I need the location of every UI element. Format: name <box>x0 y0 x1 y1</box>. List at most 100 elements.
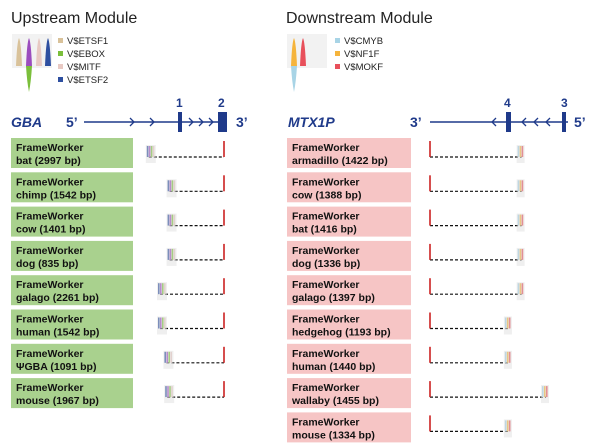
upstream-module-glyph <box>157 282 167 301</box>
module-shadow <box>541 385 549 404</box>
binding-site-mark <box>158 283 160 295</box>
mitf-glyph <box>36 38 42 66</box>
binding-site-mark <box>517 180 520 192</box>
legend-swatch-ebox <box>58 51 63 56</box>
module-shadow <box>157 316 167 335</box>
gba-exon-1-label: 1 <box>176 96 183 110</box>
binding-site-mark <box>521 180 524 192</box>
mtx1p-exon-3 <box>562 112 566 132</box>
downstream-module-glyph <box>516 145 525 163</box>
gba-arrow <box>198 117 204 127</box>
binding-site-mark <box>546 386 548 398</box>
gba-arrow <box>188 117 194 127</box>
frameworker-label: FrameWorker <box>292 211 360 223</box>
binding-site-mark <box>506 351 509 363</box>
frameworker-label: FrameWorker <box>292 348 360 360</box>
frameworker-label: FrameWorker <box>16 142 84 154</box>
binding-site-mark <box>148 146 151 157</box>
upstream-module-glyph <box>166 213 177 232</box>
binding-site-mark <box>173 248 176 260</box>
downstream-module-glyph <box>503 316 512 335</box>
frameworker-species-label: human (1440 bp) <box>292 361 375 373</box>
frameworker-label: FrameWorker <box>16 314 84 326</box>
frameworker-species-label: galago (1397 bp) <box>292 292 375 304</box>
upstream-legend: V$ETSF1 V$EBOX V$MITF V$ETSF2 <box>12 34 108 92</box>
legend-swatch-etsf2 <box>58 77 63 82</box>
module-shadow <box>516 213 525 232</box>
binding-site-mark <box>146 146 149 157</box>
frameworker-label: FrameWorker <box>292 176 360 188</box>
binding-site-mark <box>150 146 153 157</box>
binding-site-mark <box>171 248 174 260</box>
upstream-module-glyph <box>166 247 177 266</box>
upstream-module-glyph <box>164 385 175 404</box>
binding-site-mark <box>521 248 524 260</box>
binding-site-mark <box>170 351 172 363</box>
upstream-module-glyph <box>145 145 156 163</box>
binding-site-mark <box>167 214 170 226</box>
frameworker-label: FrameWorker <box>292 314 360 326</box>
frameworker-box <box>287 309 411 340</box>
legend-swatch-mitf <box>58 64 63 69</box>
frameworker-species-label: human (1542 bp) <box>16 327 99 339</box>
module-shadow <box>166 179 177 198</box>
binding-site-mark <box>169 386 171 398</box>
module-shadow <box>163 350 174 369</box>
binding-site-mark <box>517 248 520 260</box>
frameworker-species-label: galago (2261 bp) <box>16 292 99 304</box>
gba-strand-right: 3’ <box>236 114 248 130</box>
binding-site-mark <box>171 386 173 398</box>
binding-site-mark <box>521 146 524 157</box>
legend-swatch-nf1f <box>335 51 340 56</box>
binding-site-mark <box>166 351 168 363</box>
downstream-module-glyph <box>503 350 512 369</box>
frameworker-box <box>287 343 411 374</box>
frameworker-species-label: bat (1416 bp) <box>292 224 357 236</box>
frameworker-species-label: hedgehog (1193 bp) <box>292 327 391 339</box>
frameworker-species-label: cow (1401 bp) <box>16 224 85 236</box>
gba-exon-1 <box>178 112 182 132</box>
legend-swatch-mokf <box>335 64 340 69</box>
gba-exon-2 <box>218 112 227 132</box>
upstream-module-glyph <box>157 316 167 335</box>
frameworker-box <box>287 378 411 409</box>
frameworker-box <box>287 206 411 237</box>
gba-gene-axis: GBA 5’ 1 2 3’ <box>11 96 248 132</box>
frameworker-box <box>11 309 133 340</box>
module-shadow <box>516 282 525 301</box>
binding-site-mark <box>168 351 170 363</box>
binding-site-mark <box>164 317 166 329</box>
frameworker-species-label: mouse (1967 bp) <box>16 395 99 407</box>
upstream-module-glyph <box>163 350 174 369</box>
frameworker-label: FrameWorker <box>16 245 84 257</box>
binding-site-mark <box>169 214 172 226</box>
frameworker-species-label: mouse (1334 bp) <box>292 429 375 441</box>
binding-site-mark <box>164 351 166 363</box>
binding-site-mark <box>521 283 524 295</box>
binding-site-mark <box>519 214 522 226</box>
gba-arrow <box>149 117 155 127</box>
binding-site-mark <box>173 180 176 192</box>
frameworker-box <box>11 275 133 306</box>
cmyb-glyph <box>291 66 297 92</box>
module-shadow <box>166 213 177 232</box>
legend-label-mitf: V$MITF <box>67 62 101 73</box>
module-shadow <box>503 350 512 369</box>
downstream-module-glyph <box>516 247 525 266</box>
module-shadow <box>145 145 156 163</box>
binding-site-mark <box>517 214 520 226</box>
binding-site-mark <box>152 146 155 157</box>
frameworker-box <box>287 275 411 306</box>
downstream-legend: V$CMYB V$NF1F V$MOKF <box>287 34 383 92</box>
module-shadow <box>157 282 167 301</box>
